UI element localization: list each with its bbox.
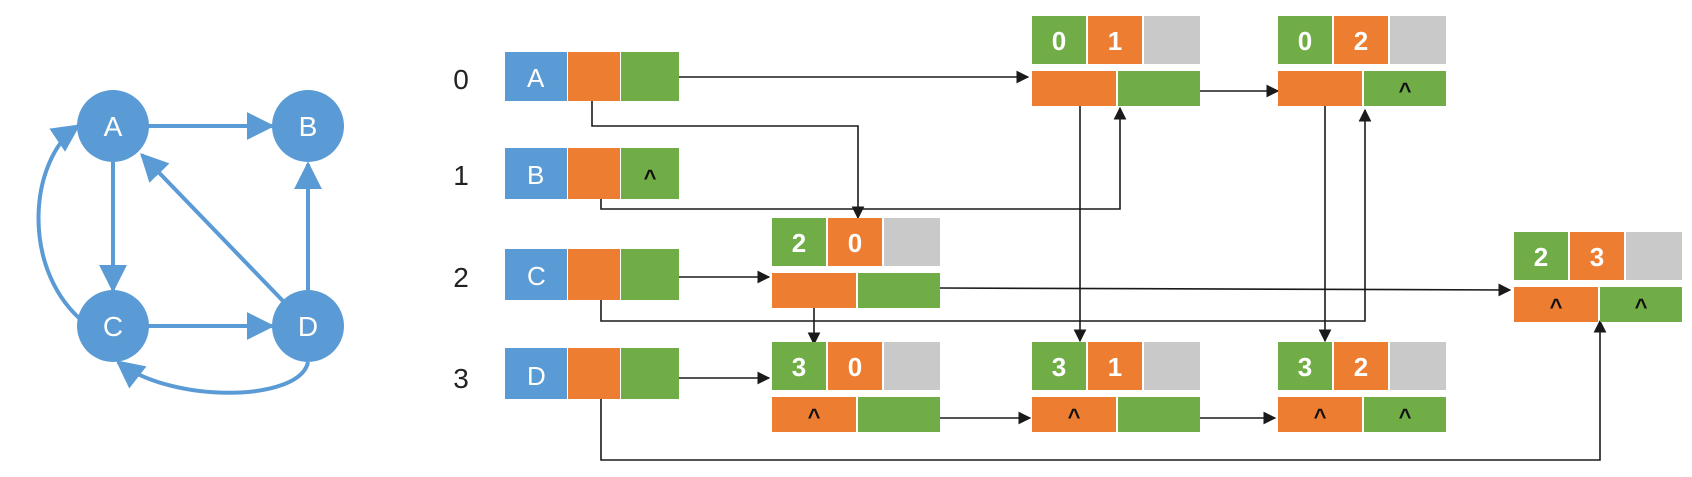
arc-tailvex: 3 bbox=[792, 352, 806, 382]
vertex-list: 0 A 1 B ^ 2 C 3 D bbox=[453, 52, 679, 399]
arc-headvex: 1 bbox=[1108, 352, 1122, 382]
vertex-index: 3 bbox=[453, 363, 469, 394]
arc-tailvex: 3 bbox=[1298, 352, 1312, 382]
vertex-index: 0 bbox=[453, 64, 469, 95]
vertex-data-cell bbox=[505, 348, 567, 399]
null-marker: ^ bbox=[644, 165, 657, 190]
null-marker: ^ bbox=[808, 404, 821, 429]
vertex-c: C bbox=[77, 290, 149, 362]
link-c-firstin bbox=[600, 108, 1372, 322]
arc-headvex: 2 bbox=[1354, 26, 1368, 56]
vertex-firstout-cell bbox=[621, 148, 679, 199]
arc-headvex: 2 bbox=[1354, 352, 1368, 382]
vertex-data-cell bbox=[505, 148, 567, 199]
vertex-firstin-cell bbox=[568, 348, 620, 399]
vertex-d: D bbox=[272, 290, 344, 362]
vertex-label: A bbox=[104, 111, 123, 142]
edge-d-a bbox=[140, 152, 285, 303]
link-d-firstin bbox=[600, 319, 1607, 461]
directed-graph: A B C D bbox=[36, 90, 344, 395]
vertex-b: B bbox=[272, 90, 344, 162]
arc-node-2-0: 2 0 bbox=[772, 218, 940, 308]
vertex-data-cell bbox=[505, 249, 567, 300]
vertex-firstout-cell bbox=[621, 348, 679, 399]
arc-headvex: 3 bbox=[1590, 242, 1604, 272]
arc-node-2-3: 2 3 ^ ^ bbox=[1514, 232, 1682, 322]
vertex-firstin-cell bbox=[568, 249, 620, 300]
arc-tailvex: 0 bbox=[1052, 26, 1066, 56]
vertex-data-label: D bbox=[527, 361, 546, 391]
arc-headvex: 0 bbox=[848, 352, 862, 382]
arc-headvex: 1 bbox=[1108, 26, 1122, 56]
vertex-index: 1 bbox=[453, 160, 469, 191]
null-marker: ^ bbox=[1314, 404, 1327, 429]
vertex-label: D bbox=[298, 311, 318, 342]
arc-node-3-2: 3 2 ^ ^ bbox=[1278, 342, 1446, 432]
null-marker: ^ bbox=[1550, 294, 1563, 319]
null-marker: ^ bbox=[1399, 404, 1412, 429]
vertex-firstin-cell bbox=[568, 148, 620, 199]
vertex-data-cell bbox=[505, 52, 567, 101]
vertex-label: C bbox=[103, 311, 123, 342]
null-marker: ^ bbox=[1399, 78, 1412, 103]
vertex-a: A bbox=[77, 90, 149, 162]
vertex-firstin-cell bbox=[568, 52, 620, 101]
vertex-data-label: B bbox=[527, 160, 544, 190]
vertex-index: 2 bbox=[453, 262, 469, 293]
vertex-label: B bbox=[299, 111, 318, 142]
arc-node-0-2: 0 2 ^ bbox=[1278, 16, 1446, 106]
edge-d-c bbox=[115, 360, 310, 395]
arc-tailvex: 3 bbox=[1052, 352, 1066, 382]
arc-tailvex: 2 bbox=[1534, 242, 1548, 272]
arc-tailvex: 0 bbox=[1298, 26, 1312, 56]
link-n20-tlink bbox=[939, 283, 1512, 297]
null-marker: ^ bbox=[1068, 404, 1081, 429]
arc-node-3-1: 3 1 ^ bbox=[1032, 342, 1200, 432]
vertex-data-label: C bbox=[527, 261, 546, 291]
arc-headvex: 0 bbox=[848, 228, 862, 258]
vertex-firstout-cell bbox=[621, 249, 679, 300]
arc-node-3-0: 3 0 ^ bbox=[772, 342, 940, 432]
link-a-firstin bbox=[591, 92, 865, 220]
arc-tailvex: 2 bbox=[792, 228, 806, 258]
arc-node-0-1: 0 1 bbox=[1032, 16, 1200, 106]
null-marker: ^ bbox=[1635, 294, 1648, 319]
vertex-data-label: A bbox=[527, 63, 545, 93]
edge-c-a bbox=[36, 124, 88, 326]
vertex-firstout-cell bbox=[621, 52, 679, 101]
